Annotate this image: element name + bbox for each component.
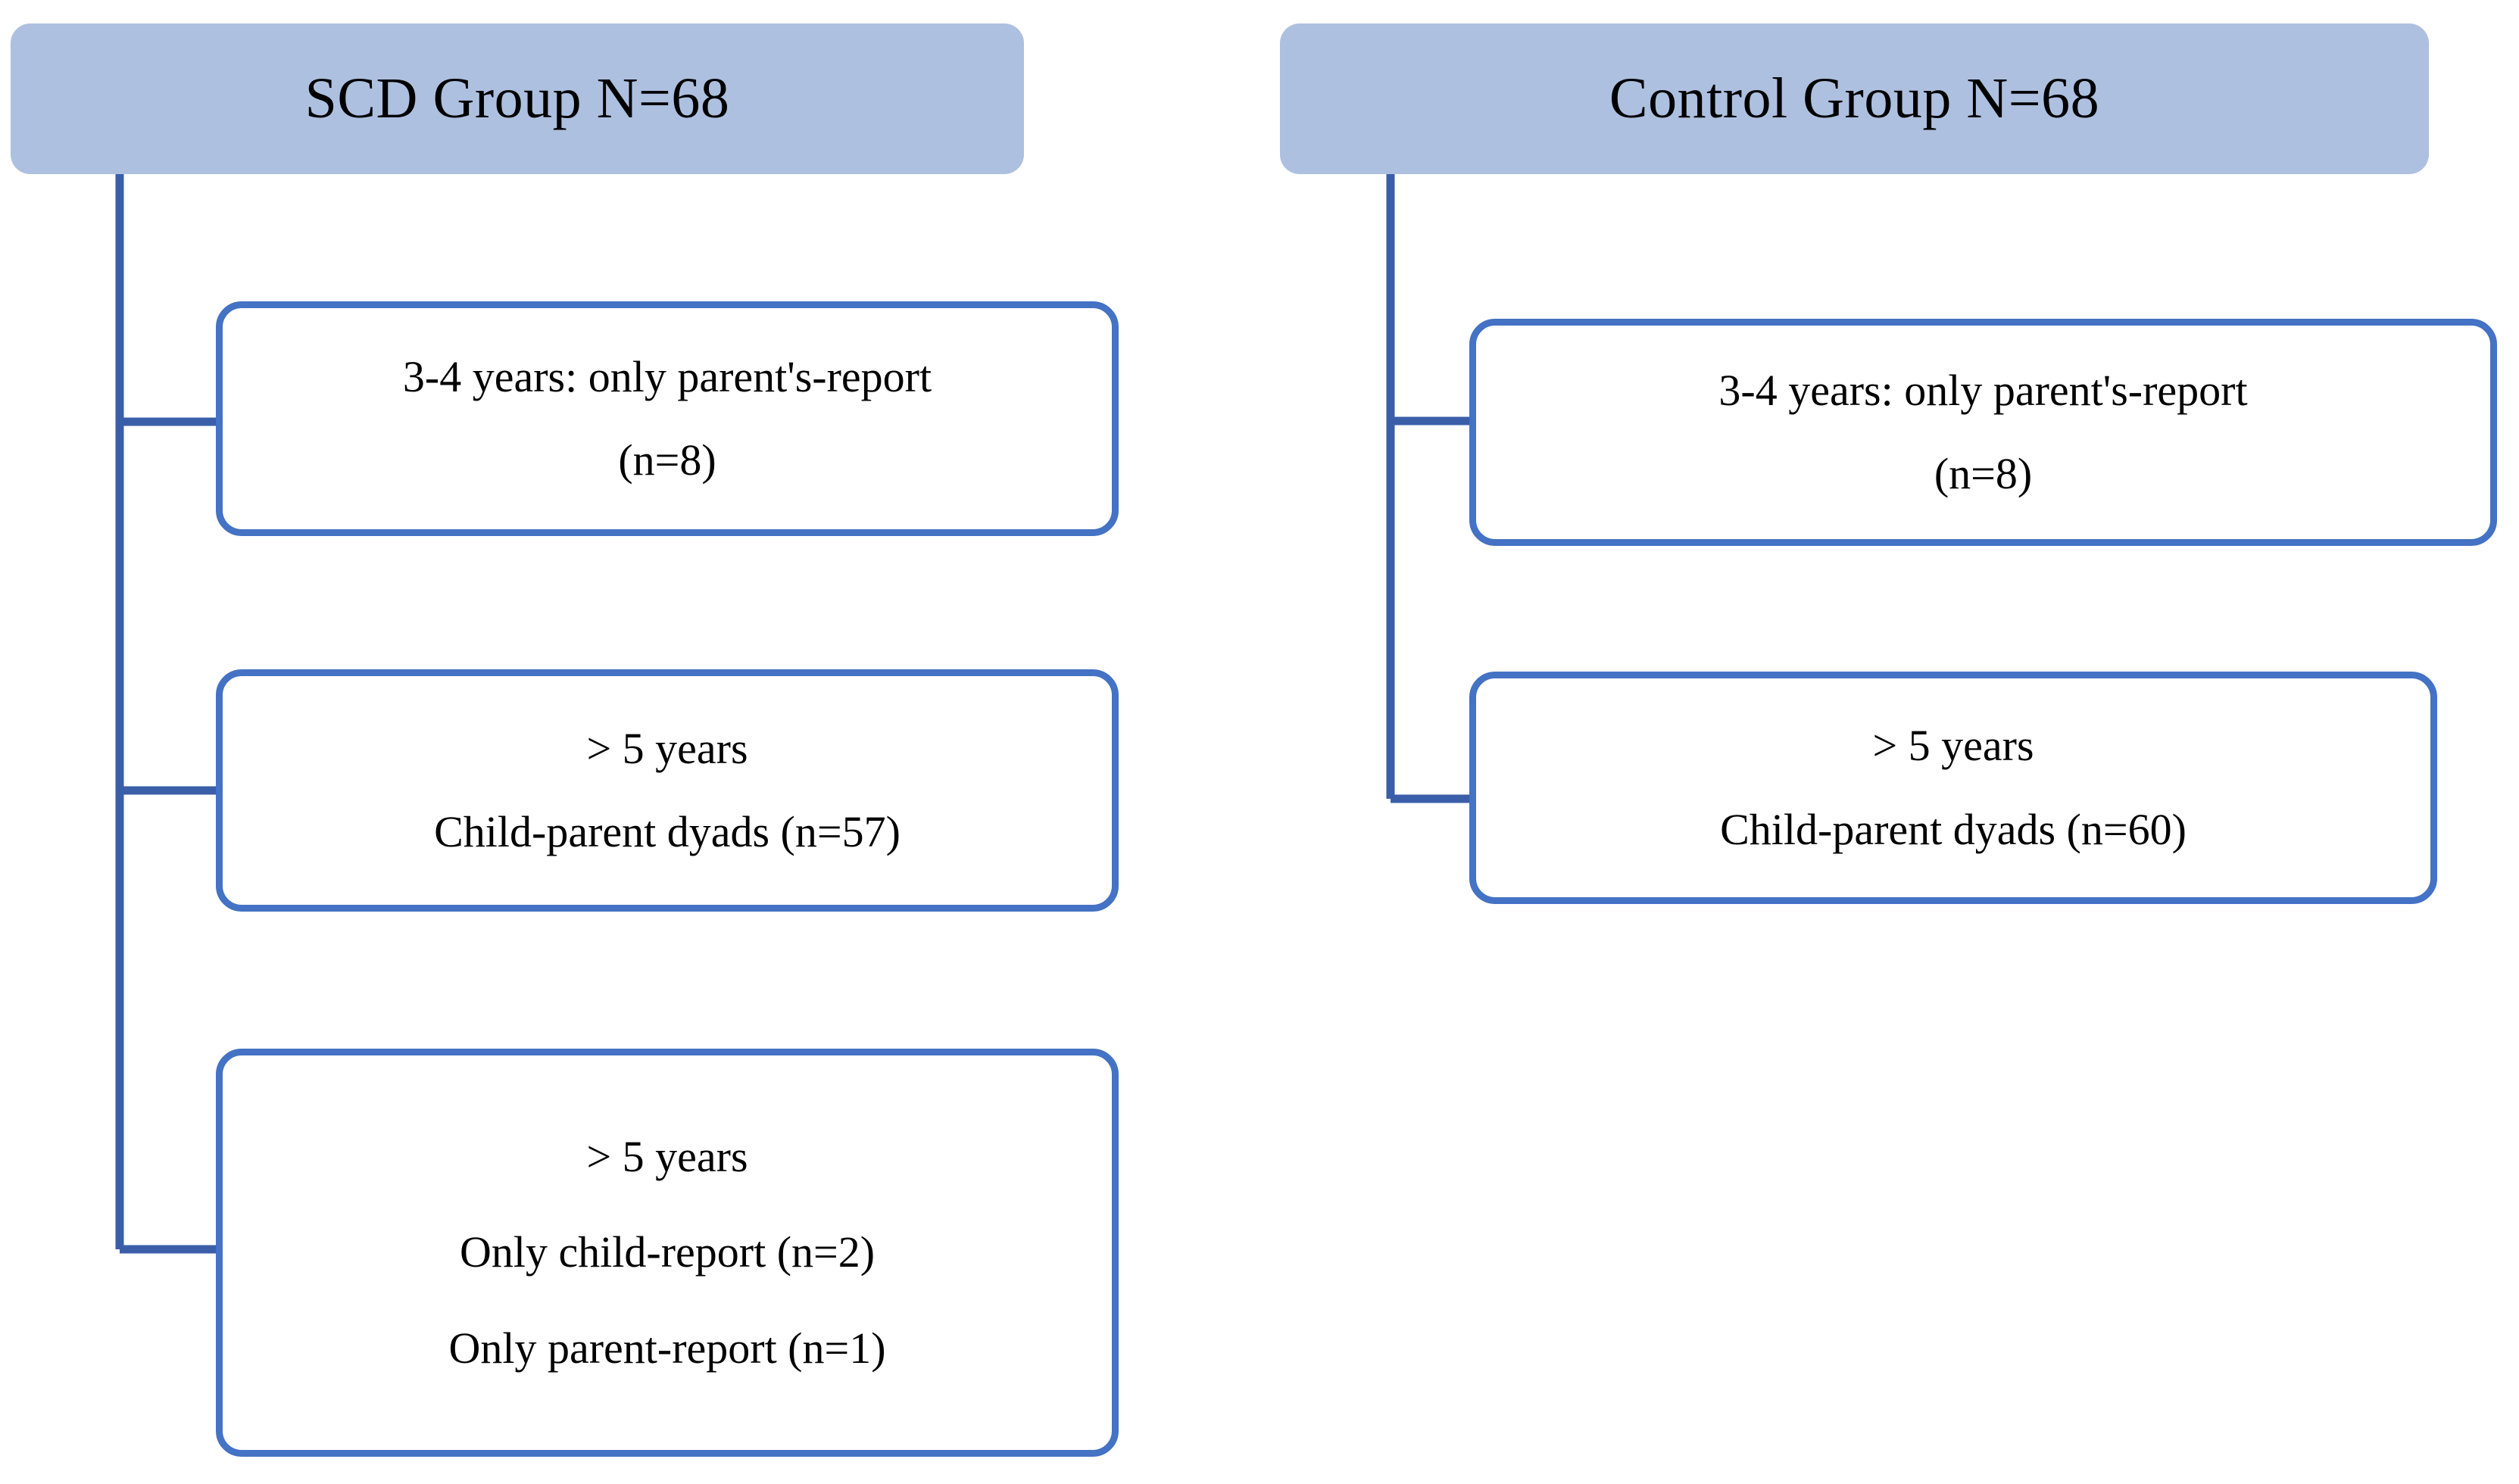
node-scd-over-5-single-line-2: Only child-report (n=2) [459, 1227, 876, 1277]
node-control-over-5-dyads[interactable]: > 5 years Child-parent dyads (n=60) [1469, 672, 2437, 904]
node-scd-3-4-years[interactable]: 3-4 years: only parent's-report (n=8) [216, 301, 1119, 536]
node-control-over-5-dyads-line-1: > 5 years [1872, 721, 2034, 771]
group-header-control[interactable]: Control Group N=68 [1280, 23, 2429, 174]
node-scd-over-5-single-line-1: > 5 years [586, 1132, 748, 1182]
node-scd-3-4-years-line-2: (n=8) [618, 435, 716, 485]
node-scd-over-5-dyads[interactable]: > 5 years Child-parent dyads (n=57) [216, 669, 1119, 912]
node-scd-over-5-dyads-line-1: > 5 years [586, 723, 748, 773]
node-control-3-4-years-line-1: 3-4 years: only parent's-report [1718, 365, 2248, 415]
node-control-over-5-dyads-line-2: Child-parent dyads (n=60) [1720, 804, 2187, 854]
group-header-control-label: Control Group N=68 [1609, 66, 2100, 130]
node-control-3-4-years[interactable]: 3-4 years: only parent's-report (n=8) [1469, 319, 2497, 546]
node-scd-over-5-dyads-line-2: Child-parent dyads (n=57) [434, 807, 901, 856]
group-header-scd-label: SCD Group N=68 [304, 66, 730, 130]
group-header-scd[interactable]: SCD Group N=68 [11, 23, 1024, 174]
node-scd-over-5-single[interactable]: > 5 years Only child-report (n=2) Only p… [216, 1049, 1119, 1457]
node-control-3-4-years-line-2: (n=8) [1934, 449, 2033, 498]
node-scd-3-4-years-line-1: 3-4 years: only parent's-report [402, 351, 932, 401]
node-scd-over-5-single-line-3: Only parent-report (n=1) [448, 1323, 886, 1373]
